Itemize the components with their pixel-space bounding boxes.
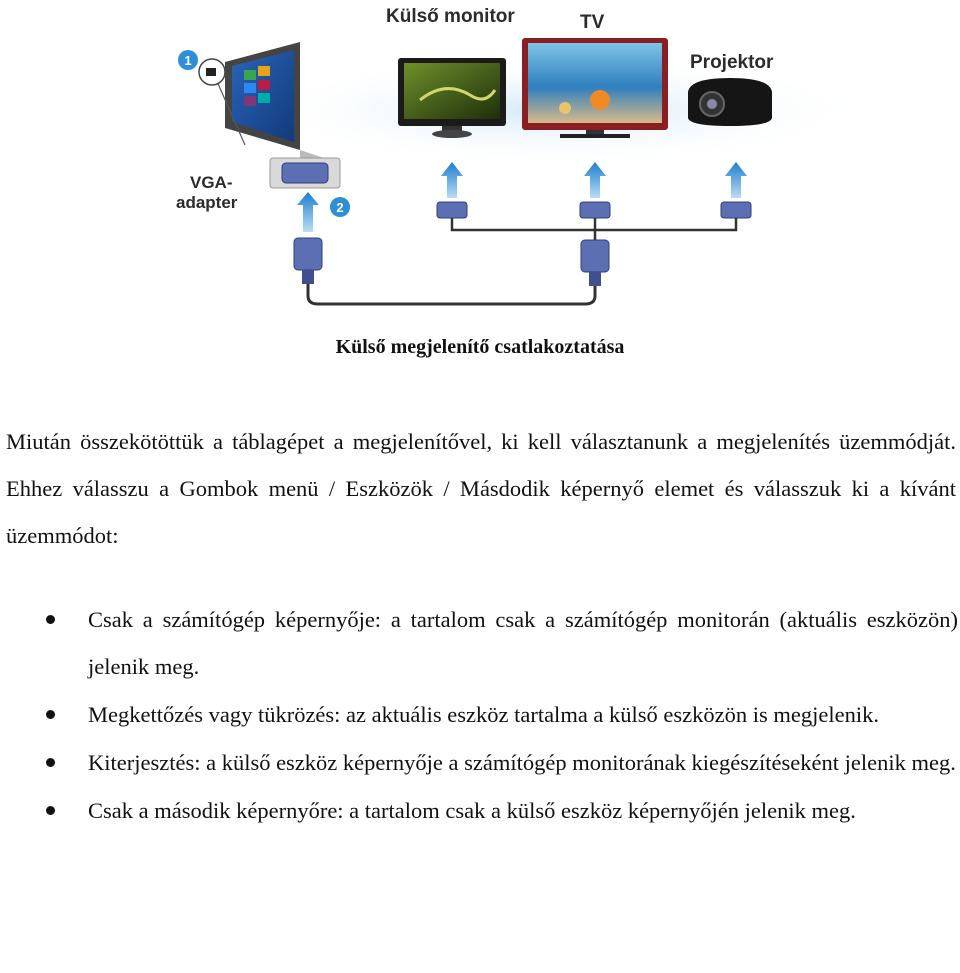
tv-icon — [522, 38, 668, 138]
vga-label-line1: VGA- — [190, 173, 233, 192]
list-item: Csak a második képernyőre: a tartalom cs… — [0, 787, 960, 834]
bullet-icon — [46, 758, 55, 767]
external-monitor-label: Külső monitor — [386, 6, 515, 27]
port-bracket — [450, 218, 738, 240]
list-item-text: Csak a számítógép képernyője: a tartalom… — [88, 607, 958, 679]
step1-badge: 1 — [178, 50, 198, 70]
display-mode-list: Csak a számítógép képernyője: a tartalom… — [0, 596, 960, 835]
vga-port-icon — [720, 201, 752, 219]
vga-port-icon — [579, 201, 611, 219]
tablet-icon — [225, 42, 330, 170]
bullet-icon — [46, 615, 55, 624]
svg-text:1: 1 — [184, 53, 191, 68]
list-item: Csak a számítógép képernyője: a tartalom… — [0, 596, 960, 690]
list-item: Kiterjesztés: a külső eszköz képernyője … — [0, 739, 960, 786]
list-item: Megkettőzés vagy tükrözés: az aktuális e… — [0, 691, 960, 738]
list-item-text: Megkettőzés vagy tükrözés: az aktuális e… — [88, 702, 879, 727]
tv-label: TV — [580, 12, 605, 33]
arrow-up-icon — [441, 162, 463, 198]
connection-figure: 1 VGA- adapter 2 Külső monitor TV P — [0, 0, 960, 320]
svg-text:2: 2 — [336, 200, 343, 215]
bullet-icon — [46, 710, 55, 719]
vga-adapter-icon — [269, 157, 341, 189]
vga-cable — [306, 284, 597, 306]
vga-label-line2: adapter — [176, 193, 238, 212]
arrow-up-icon — [297, 192, 319, 232]
port-callout — [198, 58, 246, 146]
vga-plug-left-icon — [293, 237, 323, 284]
list-item-text: Csak a második képernyőre: a tartalom cs… — [88, 798, 856, 823]
bullet-icon — [46, 806, 55, 815]
step2-badge: 2 — [330, 197, 350, 217]
connection-diagram: 1 VGA- adapter 2 Külső monitor TV P — [176, 6, 870, 306]
list-item-text: Kiterjesztés: a külső eszköz képernyője … — [88, 750, 956, 775]
arrow-up-icon — [584, 162, 606, 198]
vga-port-icon — [436, 201, 468, 219]
projector-icon — [688, 78, 772, 126]
external-monitor-icon — [398, 58, 506, 138]
arrow-up-icon — [725, 162, 747, 198]
figure-caption: Külső megjelenítő csatlakoztatása — [335, 336, 625, 358]
vga-plug-right-icon — [580, 239, 610, 286]
projector-label: Projektor — [690, 52, 774, 73]
intro-paragraph: Miután összekötöttük a táblagépet a megj… — [6, 429, 956, 548]
